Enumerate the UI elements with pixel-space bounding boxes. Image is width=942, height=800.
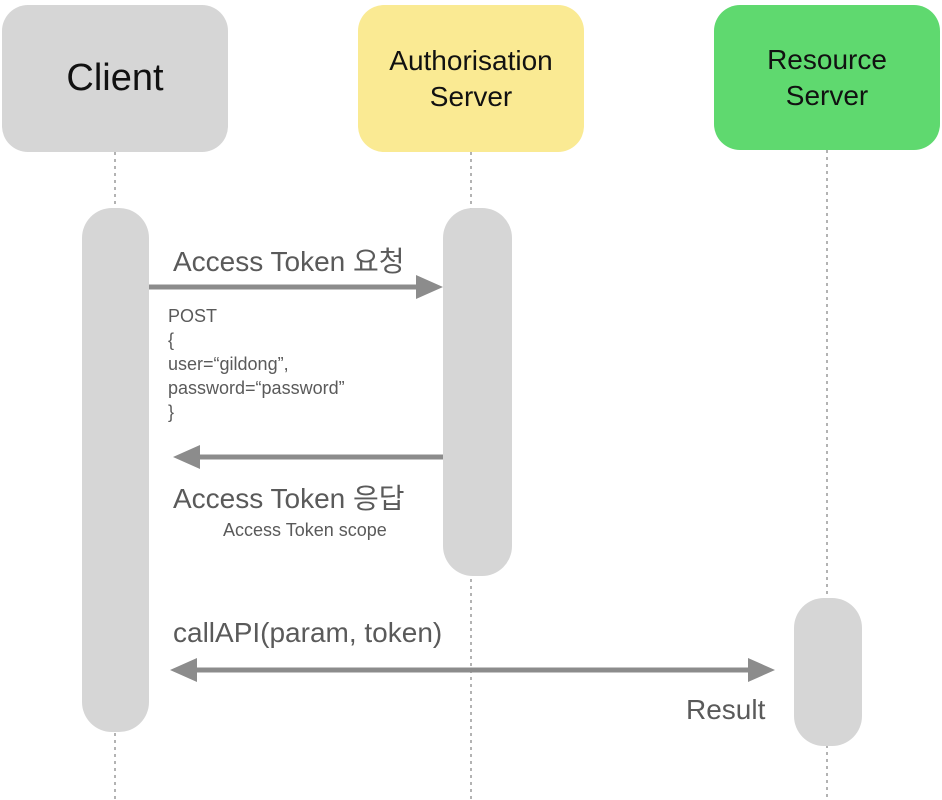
token-response-detail: Access Token scope bbox=[223, 520, 387, 540]
resource-activation bbox=[794, 598, 862, 746]
client-label: Client bbox=[66, 57, 164, 99]
token-request-label: Access Token 요청 bbox=[173, 246, 405, 277]
client-activation bbox=[82, 208, 149, 732]
resource-server-actor: Resource Server bbox=[714, 5, 940, 150]
call-api-label: callAPI(param, token) bbox=[173, 617, 443, 648]
resource-server-label: Resource Server bbox=[767, 43, 887, 111]
call-api-arrow bbox=[170, 658, 775, 682]
client-actor: Client bbox=[2, 5, 228, 152]
token-request-arrow bbox=[149, 275, 443, 299]
authorisation-server-label: Authorisation Server bbox=[389, 44, 553, 112]
token-response-arrow bbox=[173, 445, 443, 469]
token-response-label: Access Token 응답 bbox=[173, 483, 405, 514]
auth-activation bbox=[443, 208, 512, 576]
authorisation-server-actor: Authorisation Server bbox=[358, 5, 584, 152]
result-label: Result bbox=[686, 694, 766, 725]
token-request-body: POST { user=“gildong”, password=“passwor… bbox=[168, 306, 345, 422]
